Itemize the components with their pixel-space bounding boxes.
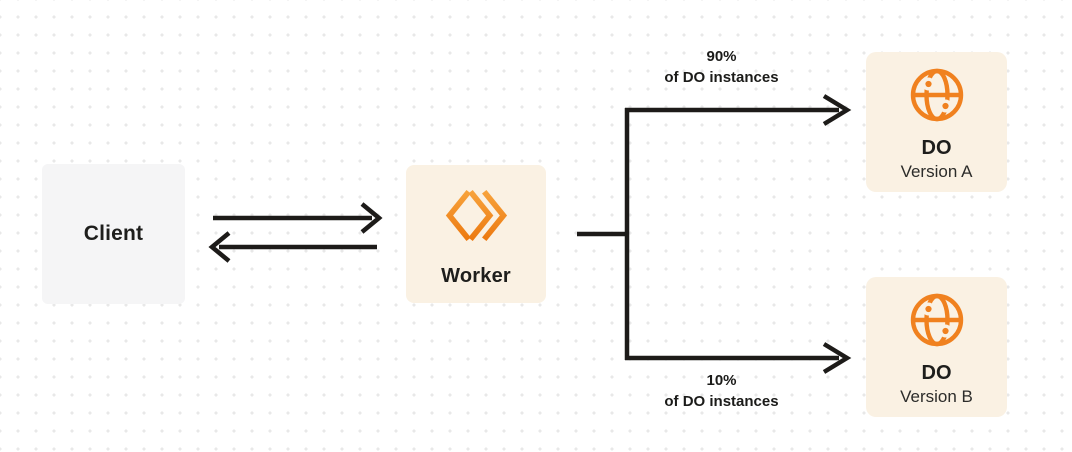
arrow-worker-to-client: [208, 231, 377, 263]
worker-label: Worker: [441, 264, 511, 287]
arrow-to-version-a: [625, 94, 852, 126]
edge-label-version-b-percent: 10%: [706, 372, 737, 389]
do-version-a-title: DO: [921, 137, 952, 159]
arrow-client-to-worker: [213, 202, 383, 234]
edge-label-version-b: 10% of DO instances: [624, 370, 819, 412]
edge-label-version-a-percent: 90%: [706, 48, 737, 65]
edge-label-version-a: 90% of DO instances: [624, 46, 819, 88]
edge-label-version-b-text: of DO instances: [664, 393, 779, 410]
do-version-a-subtitle: Version A: [900, 162, 973, 181]
arrow-to-version-b: [625, 342, 852, 374]
edge-label-version-a-text: of DO instances: [664, 69, 779, 86]
worker-node: Worker: [406, 165, 546, 303]
do-version-b-title: DO: [921, 362, 952, 384]
do-version-b-node: DO Version B: [866, 277, 1007, 417]
branch-line: [577, 108, 630, 360]
globe-icon: [908, 291, 966, 354]
do-version-a-node: DO Version A: [866, 52, 1007, 192]
workers-logo-icon: [444, 187, 508, 249]
client-node: Client: [42, 164, 185, 304]
client-label: Client: [83, 222, 144, 245]
globe-icon: [908, 66, 966, 129]
do-version-b-subtitle: Version B: [900, 387, 973, 406]
